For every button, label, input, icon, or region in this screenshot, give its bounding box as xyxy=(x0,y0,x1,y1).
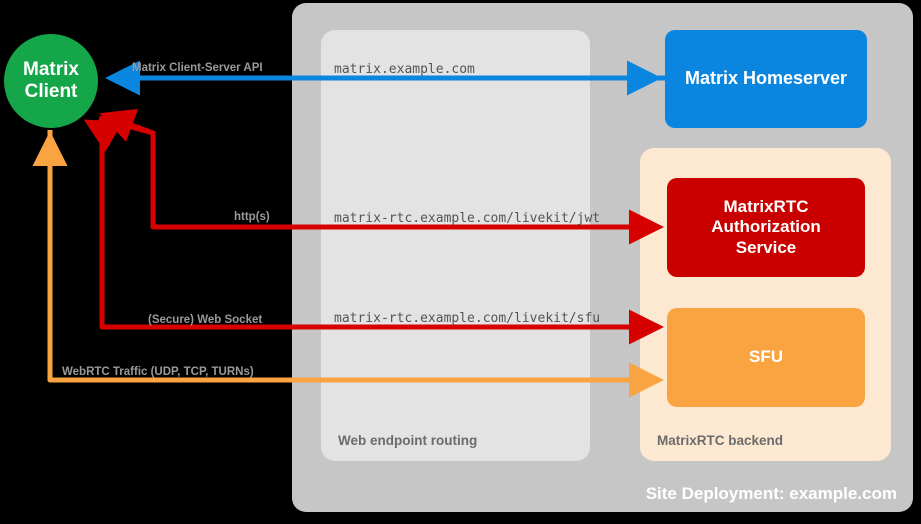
node-auth-line3: Service xyxy=(735,237,797,257)
matrixrtc-backend-label: MatrixRTC backend xyxy=(657,433,784,448)
node-matrix-client-line1: Matrix xyxy=(23,58,79,80)
node-matrix-client-line2: Client xyxy=(24,81,78,102)
endpoint-label-livekit-jwt: matrix-rtc.example.com/livekit/jwt xyxy=(334,211,601,226)
node-matrix-homeserver-label: Matrix Homeserver xyxy=(684,68,848,89)
flow-label-webrtc-traffic: WebRTC Traffic (UDP, TCP, TURNs) xyxy=(62,366,254,378)
node-sfu-label: SFU xyxy=(749,347,783,367)
web-endpoint-routing-container: Web endpoint routing xyxy=(321,30,590,461)
node-matrix-homeserver[interactable]: Matrix Homeserver xyxy=(665,30,867,128)
site-deployment-label: Site Deployment: example.com xyxy=(645,484,897,503)
node-matrix-client[interactable]: Matrix Client xyxy=(4,34,98,128)
node-matrixrtc-authorization-service[interactable]: MatrixRTC Authorization Service xyxy=(667,178,865,277)
web-endpoint-routing-label: Web endpoint routing xyxy=(338,433,478,448)
endpoint-label-livekit-sfu: matrix-rtc.example.com/livekit/sfu xyxy=(334,311,601,326)
flow-label-client-server-api: Matrix Client-Server API xyxy=(132,62,263,74)
node-auth-line2: Authorization xyxy=(711,217,821,237)
node-auth-line1: MatrixRTC xyxy=(723,197,809,217)
flow-label-https: http(s) xyxy=(234,211,270,223)
flow-label-secure-websocket: (Secure) Web Socket xyxy=(148,314,263,326)
node-sfu[interactable]: SFU xyxy=(667,308,865,407)
endpoint-label-matrix: matrix.example.com xyxy=(334,62,475,77)
wire-websocket-to-client xyxy=(83,119,123,327)
wire-https-to-client xyxy=(99,108,156,227)
